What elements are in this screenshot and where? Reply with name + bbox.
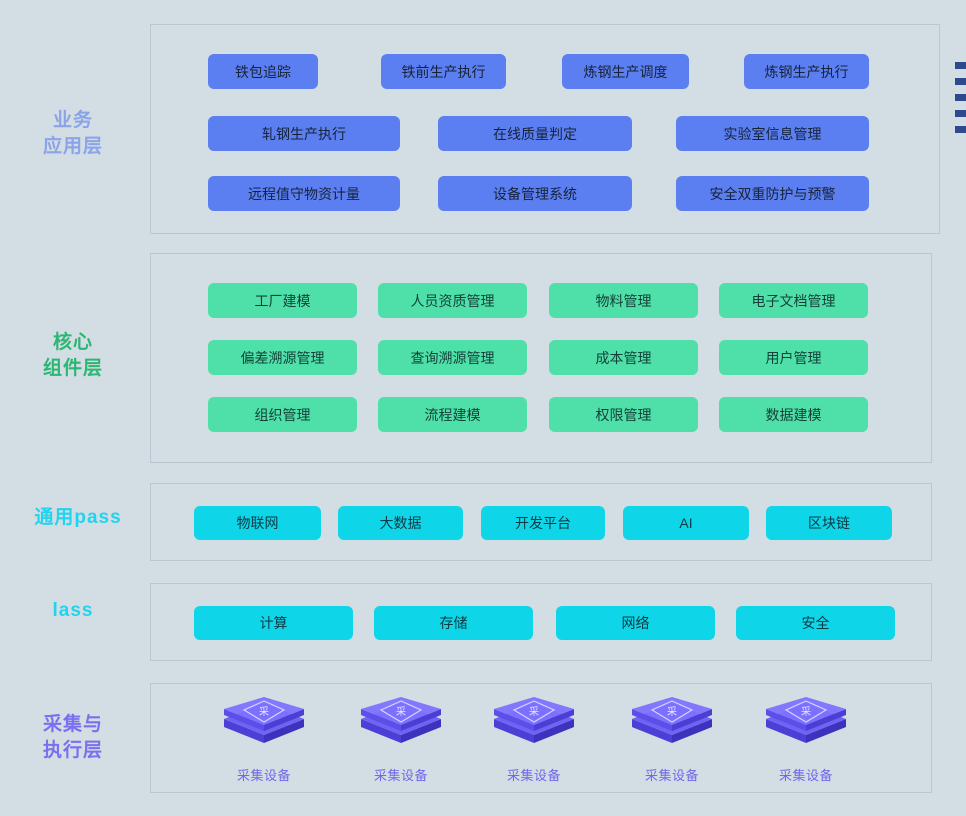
device-label: 采集设备 bbox=[506, 768, 561, 783]
chip-paas-3[interactable]: AI bbox=[623, 506, 749, 540]
layer-label-business-application: 业务 应用层 bbox=[42, 110, 103, 157]
device-label: 采集设备 bbox=[644, 768, 699, 783]
chip-core-0-2[interactable]: 物料管理 bbox=[549, 283, 698, 318]
chip-core-1-1[interactable]: 查询溯源管理 bbox=[378, 340, 527, 375]
layer-panel-business-application bbox=[150, 24, 940, 234]
chip-business-0-1[interactable]: 铁前生产执行 bbox=[381, 54, 506, 89]
device-glyph: 采 bbox=[529, 706, 539, 718]
chip-business-1-1[interactable]: 在线质量判定 bbox=[438, 116, 632, 151]
device-collect-3[interactable]: 采 采集设备 bbox=[626, 697, 718, 784]
chip-paas-4[interactable]: 区块链 bbox=[766, 506, 892, 540]
chip-paas-1[interactable]: 大数据 bbox=[338, 506, 463, 540]
device-collect-2[interactable]: 采 采集设备 bbox=[488, 697, 580, 784]
chip-paas-2[interactable]: 开发平台 bbox=[481, 506, 605, 540]
device-glyph: 采 bbox=[396, 706, 406, 718]
device-glyph: 采 bbox=[667, 706, 677, 718]
chip-iaas-1[interactable]: 存储 bbox=[374, 606, 533, 640]
layer-panel-iaas bbox=[150, 583, 932, 661]
chip-iaas-3[interactable]: 安全 bbox=[736, 606, 895, 640]
collection-device-icon: 采 bbox=[766, 697, 846, 743]
chip-paas-0[interactable]: 物联网 bbox=[194, 506, 321, 540]
device-collect-4[interactable]: 采 采集设备 bbox=[760, 697, 852, 784]
device-label: 采集设备 bbox=[236, 768, 291, 783]
device-label: 采集设备 bbox=[373, 768, 428, 783]
layer-label-general-paas: 通用pass bbox=[34, 507, 122, 528]
chip-iaas-0[interactable]: 计算 bbox=[194, 606, 353, 640]
chip-business-0-3[interactable]: 炼钢生产执行 bbox=[744, 54, 869, 89]
device-label: 采集设备 bbox=[778, 768, 833, 783]
layer-panel-general-paas bbox=[150, 483, 932, 561]
chip-core-0-3[interactable]: 电子文档管理 bbox=[719, 283, 868, 318]
chip-business-2-1[interactable]: 设备管理系统 bbox=[438, 176, 632, 211]
layer-label-iaas: lass bbox=[52, 600, 94, 621]
edge-marker-2 bbox=[955, 78, 966, 85]
chip-core-1-0[interactable]: 偏差溯源管理 bbox=[208, 340, 357, 375]
device-collect-0[interactable]: 采 采集设备 bbox=[218, 697, 310, 784]
chip-business-1-2[interactable]: 实验室信息管理 bbox=[676, 116, 869, 151]
chip-iaas-2[interactable]: 网络 bbox=[556, 606, 715, 640]
chip-core-1-2[interactable]: 成本管理 bbox=[549, 340, 698, 375]
collection-device-icon: 采 bbox=[632, 697, 712, 743]
edge-marker-4 bbox=[955, 110, 966, 117]
chip-core-2-0[interactable]: 组织管理 bbox=[208, 397, 357, 432]
device-glyph: 采 bbox=[259, 706, 269, 718]
chip-business-0-0[interactable]: 铁包追踪 bbox=[208, 54, 318, 89]
chip-business-0-2[interactable]: 炼钢生产调度 bbox=[562, 54, 689, 89]
chip-business-1-0[interactable]: 轧钢生产执行 bbox=[208, 116, 400, 151]
device-glyph: 采 bbox=[801, 706, 811, 718]
collection-device-icon: 采 bbox=[224, 697, 304, 743]
layer-panel-core-component bbox=[150, 253, 932, 463]
chip-business-2-0[interactable]: 远程值守物资计量 bbox=[208, 176, 400, 211]
chip-business-2-2[interactable]: 安全双重防护与预警 bbox=[676, 176, 869, 211]
edge-marker-1 bbox=[955, 62, 966, 69]
chip-core-0-1[interactable]: 人员资质管理 bbox=[378, 283, 527, 318]
chip-core-2-2[interactable]: 权限管理 bbox=[549, 397, 698, 432]
chip-core-2-1[interactable]: 流程建模 bbox=[378, 397, 527, 432]
layer-label-core-component: 核心 组件层 bbox=[42, 332, 103, 379]
collection-device-icon: 采 bbox=[361, 697, 441, 743]
chip-core-1-3[interactable]: 用户管理 bbox=[719, 340, 868, 375]
collection-device-icon: 采 bbox=[494, 697, 574, 743]
edge-marker-5 bbox=[955, 126, 966, 133]
layer-label-collection-execution: 采集与 执行层 bbox=[42, 714, 103, 761]
layer-panel-collection-execution bbox=[150, 683, 932, 793]
edge-marker-3 bbox=[955, 94, 966, 101]
chip-core-0-0[interactable]: 工厂建模 bbox=[208, 283, 357, 318]
device-collect-1[interactable]: 采 采集设备 bbox=[355, 697, 447, 784]
chip-core-2-3[interactable]: 数据建模 bbox=[719, 397, 868, 432]
